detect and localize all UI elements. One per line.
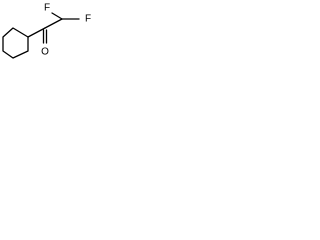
- oxygen-atom-label: O: [41, 47, 49, 58]
- chemical-structure-diagram: F F O: [2, 3, 91, 59]
- carbon-to-fluorine-bond-upper-left: [51, 12, 63, 20]
- cyclohexane-ring: [2, 27, 29, 59]
- structure-canvas: F F O: [0, 0, 96, 66]
- ring-to-carbonyl-bond: [27, 27, 46, 38]
- carbonyl-to-difluoromethyl-bond: [44, 18, 63, 29]
- fluorine-atom-label-1: F: [44, 3, 50, 14]
- fluorine-atom-label-2: F: [85, 14, 91, 25]
